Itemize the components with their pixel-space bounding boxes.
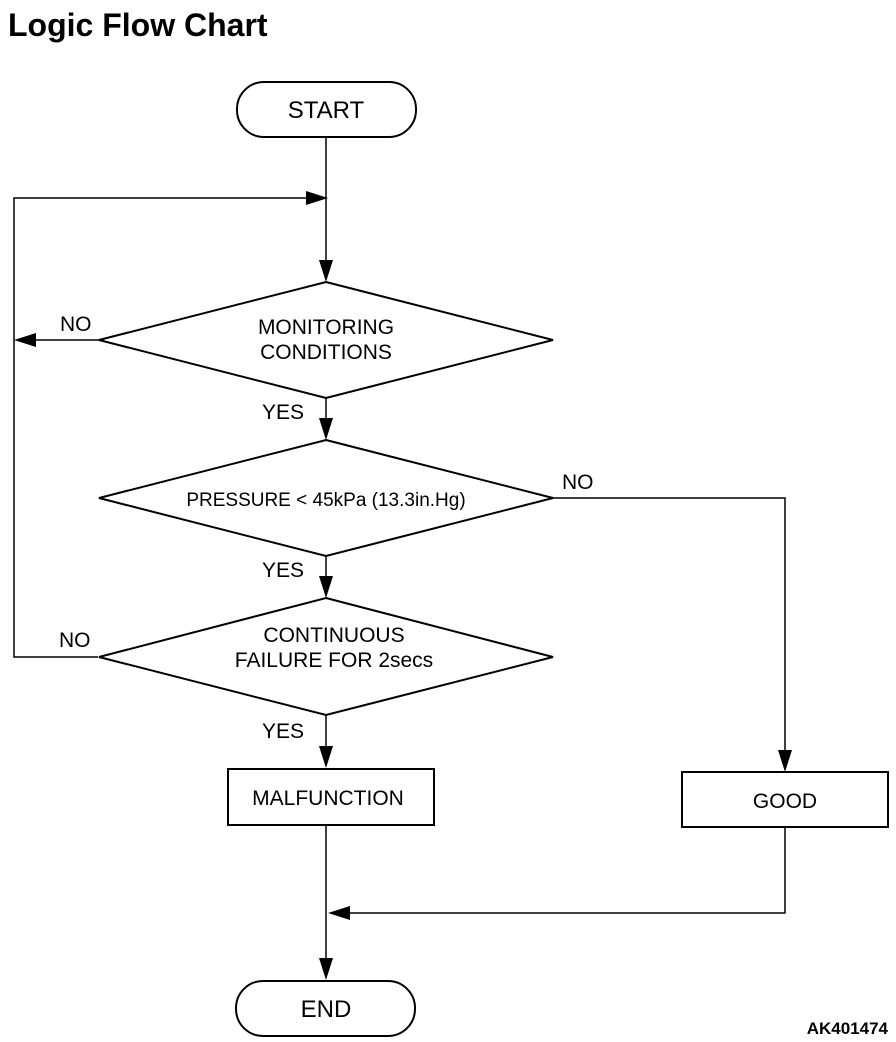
monitoring-yes-label: YES [262, 401, 304, 424]
arrowhead-down [319, 746, 333, 768]
monitoring-no-label: NO [60, 313, 92, 336]
connector-good-to-end [348, 827, 786, 914]
start-label: START [288, 97, 365, 124]
decision-monitoring-conditions [98, 280, 554, 400]
malfunction-label: MALFUNCTION [252, 787, 404, 810]
end-label: END [301, 996, 352, 1023]
pressure-yes-label: YES [262, 559, 304, 582]
pressure-label: PRESSURE < 45kPa (13.3in.Hg) [186, 490, 465, 511]
good-box [681, 771, 889, 828]
arrowhead-left [14, 333, 36, 347]
arrowhead-left [328, 906, 350, 920]
loop-back-line [13, 197, 308, 658]
continuous-label-line1: CONTINUOUS [263, 624, 404, 647]
pressure-no-label: NO [562, 471, 594, 494]
arrowhead-down [778, 750, 792, 772]
figure-code: AK401474 [807, 1019, 889, 1038]
arrowhead-down [319, 958, 333, 980]
good-label: GOOD [753, 790, 817, 813]
continuous-label-line2: FAILURE FOR 2secs [235, 649, 433, 672]
arrowhead-right [306, 191, 328, 205]
diagram-title: Logic Flow Chart [8, 7, 268, 43]
arrowhead-down [319, 418, 333, 440]
monitoring-label-line2: CONDITIONS [260, 341, 392, 364]
malfunction-box [227, 768, 435, 826]
monitoring-label-line1: MONITORING [258, 316, 394, 339]
end-terminator [235, 980, 416, 1037]
connector-pressure-no [553, 497, 786, 752]
arrowhead-down [319, 576, 333, 598]
arrowhead-down [319, 260, 333, 282]
continuous-no-label: NO [59, 629, 91, 652]
continuous-yes-label: YES [262, 720, 304, 743]
